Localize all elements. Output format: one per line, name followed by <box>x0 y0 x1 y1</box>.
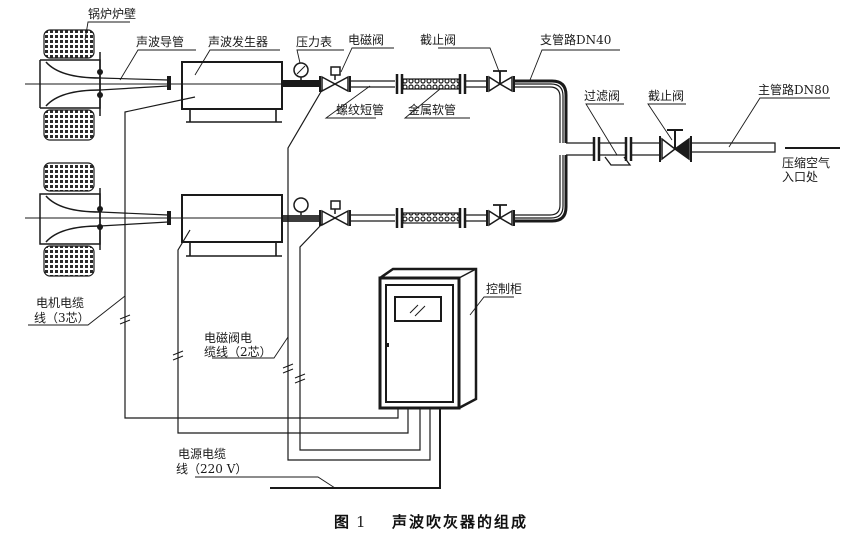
horn-upper <box>39 52 103 116</box>
caption-number: 1 <box>356 513 366 531</box>
main-pipe <box>566 129 840 166</box>
label-stop-valve-main: 截止阀 <box>648 89 684 103</box>
cables <box>119 89 441 489</box>
boiler-wall-upper <box>43 29 95 141</box>
stop-valve-main <box>659 129 692 162</box>
pressure-gauge-upper <box>293 62 309 80</box>
stop-valve-upper <box>486 70 515 93</box>
label-main-pipe: 主管路DN80 <box>758 82 829 97</box>
label-motor-cable-2: 线（3芯） <box>34 311 90 325</box>
label-control-cabinet: 控制柜 <box>486 282 522 296</box>
solenoid-valve-lower <box>319 200 351 227</box>
caption-prefix: 图 <box>334 513 351 531</box>
label-solenoid-cable-1: 电磁阀电 <box>204 330 252 345</box>
label-motor-cable-1: 电机电缆 <box>36 296 84 310</box>
labels: 锅炉炉壁 声波导管 声波发生器 压力表 电磁阀 截止阀 支管路DN40 螺纹短管… <box>34 6 830 476</box>
sound-generator-upper <box>181 61 283 123</box>
label-filter-valve: 过滤阀 <box>584 89 620 103</box>
label-solenoid-valve: 电磁阀 <box>348 32 384 47</box>
label-threaded-short-pipe: 螺纹短管 <box>336 102 384 117</box>
label-metal-hose: 金属软管 <box>408 102 456 117</box>
label-boiler-wall: 锅炉炉壁 <box>88 6 136 21</box>
metal-hose-lower <box>395 208 467 228</box>
pressure-gauge-lower <box>293 197 309 215</box>
sound-generator-lower <box>181 194 283 257</box>
label-solenoid-cable-2: 缆线（2芯） <box>204 345 272 359</box>
label-compressed-air-2: 入口处 <box>782 170 818 184</box>
label-sound-generator: 声波发生器 <box>208 34 268 49</box>
sound-guide-tube-lower <box>25 211 182 227</box>
lower-unit <box>25 155 568 277</box>
label-power-cable-1: 电源电缆 <box>178 447 226 461</box>
metal-hose-upper <box>395 74 467 94</box>
solenoid-valve-upper <box>319 66 351 93</box>
filter-valve <box>592 137 633 166</box>
stop-valve-lower <box>486 204 515 227</box>
sound-guide-tube-upper <box>25 76 182 91</box>
figure-caption: 图 1 声波吹灰器的组成 <box>334 513 528 531</box>
label-power-cable-2: 线（220 V） <box>176 462 247 476</box>
boiler-wall-lower <box>43 162 95 277</box>
leader-lines <box>28 21 830 489</box>
control-cabinet <box>378 267 478 410</box>
label-stop-valve-branch: 截止阀 <box>420 33 456 47</box>
label-sound-guide-tube: 声波导管 <box>136 34 184 49</box>
horn-lower <box>39 188 103 250</box>
caption-title: 声波吹灰器的组成 <box>391 513 528 531</box>
upper-unit <box>25 29 568 143</box>
label-compressed-air-1: 压缩空气 <box>782 155 830 170</box>
label-branch-pipe: 支管路DN40 <box>540 32 611 47</box>
label-pressure-gauge: 压力表 <box>296 35 332 49</box>
